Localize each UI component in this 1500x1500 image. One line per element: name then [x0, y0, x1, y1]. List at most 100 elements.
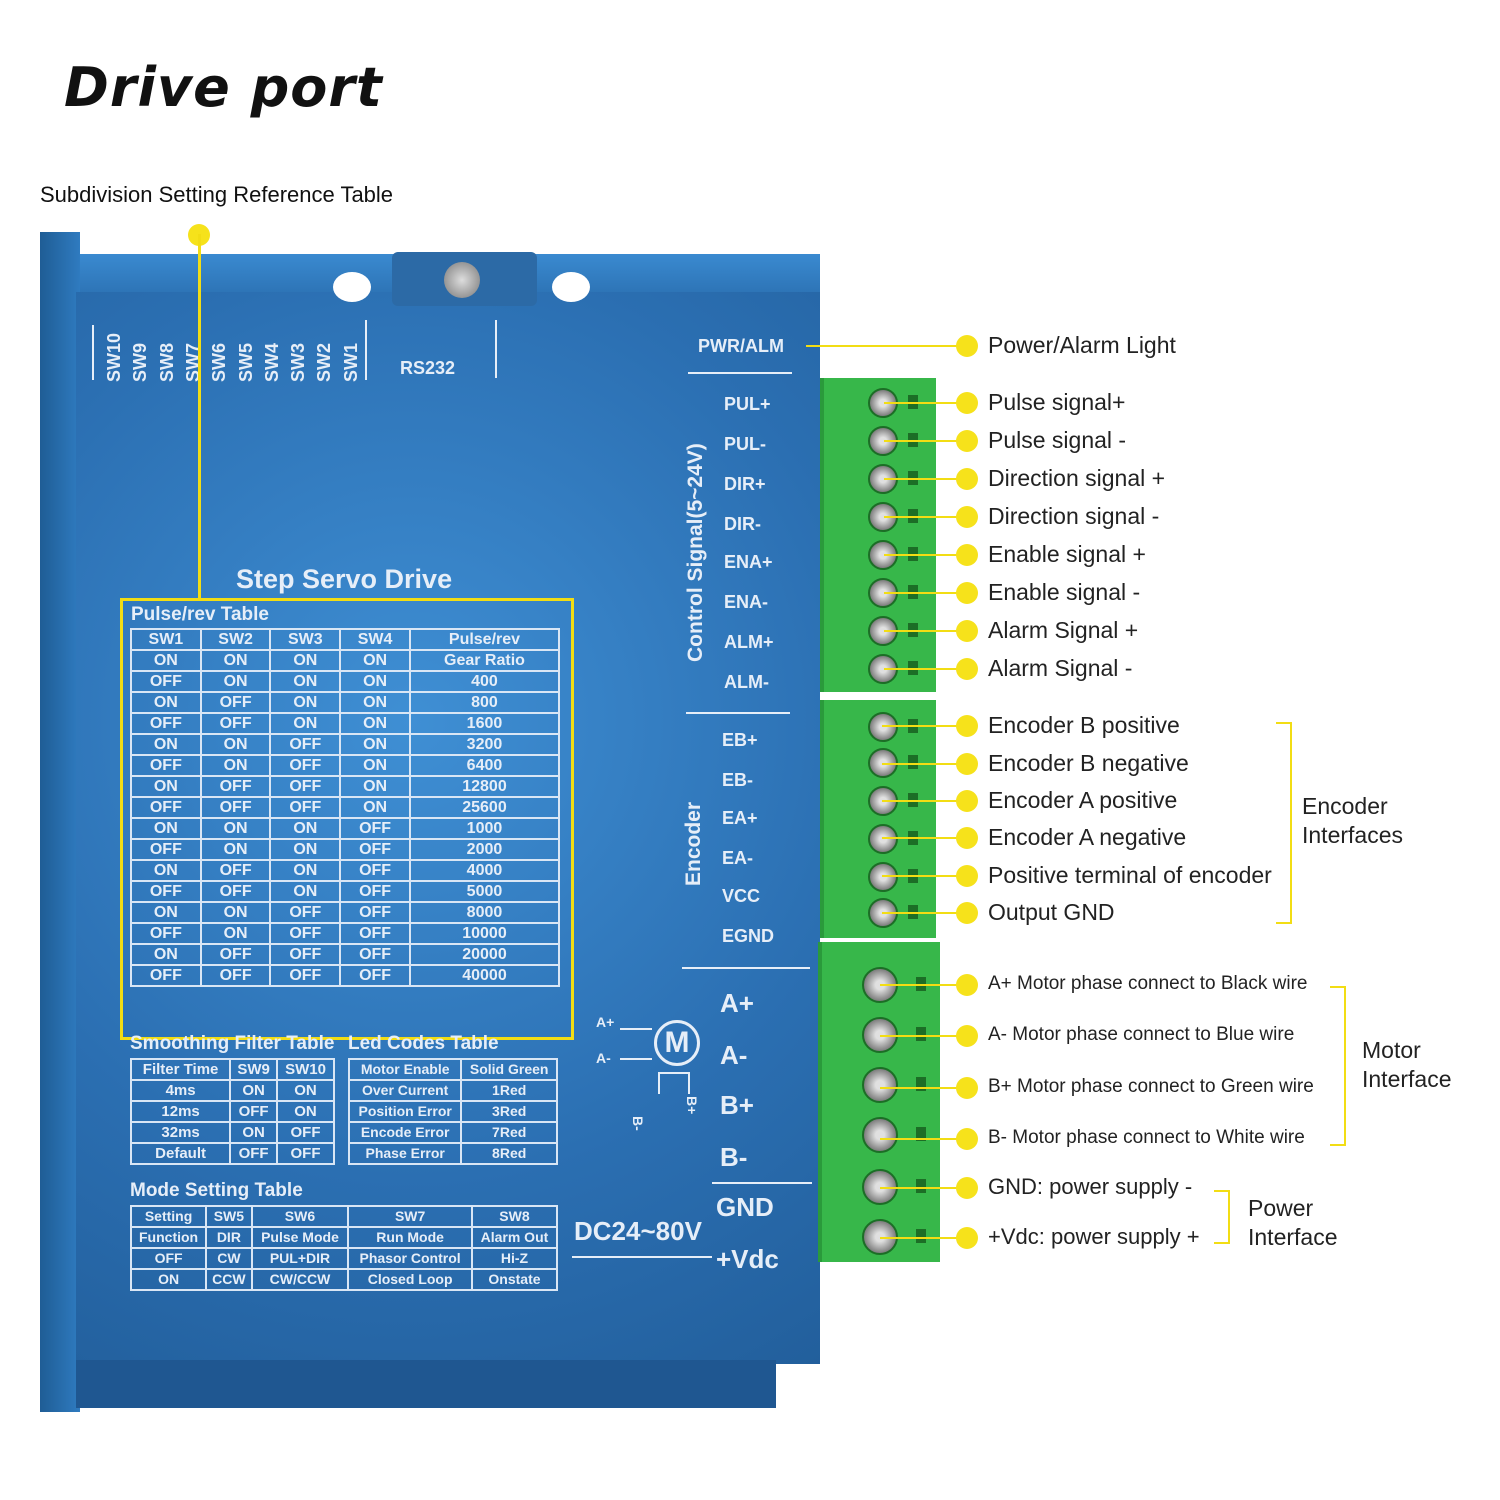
dip-label-sw5: SW5 — [235, 342, 256, 382]
table-cell: SW8 — [470, 1205, 559, 1228]
table-cell: Default — [129, 1142, 232, 1165]
table-cell: OFF — [199, 796, 272, 819]
pin-label: PUL- — [724, 434, 766, 454]
callout-dot — [956, 506, 978, 528]
table-cell: OFF — [130, 796, 202, 819]
terminal-slot — [908, 755, 918, 769]
table-cell: OFF — [130, 922, 202, 945]
mode-table-title: Mode Setting Table — [130, 1180, 303, 1201]
table-cell: Hi-Z — [470, 1247, 559, 1270]
callout-leader-line — [884, 592, 966, 594]
callout-dot — [956, 544, 978, 566]
callout-leader-line — [884, 554, 966, 556]
divider — [495, 320, 497, 378]
table-cell: OFF — [130, 838, 202, 861]
table-cell: ON — [130, 943, 202, 966]
pin-label: EA- — [722, 848, 753, 868]
table-cell: OFF — [276, 1121, 335, 1144]
table-cell: Onstate — [470, 1268, 559, 1291]
table-cell: ON — [339, 775, 411, 798]
table-cell: OFF — [269, 754, 342, 777]
mounting-hole — [552, 272, 590, 302]
table-cell: 6400 — [408, 754, 561, 777]
table-cell: Pulse Mode — [250, 1226, 350, 1249]
table-cell: ON — [339, 754, 411, 777]
table-cell: Encode Error — [347, 1121, 463, 1144]
table-cell: ON — [339, 733, 411, 756]
pin-label: EGND — [722, 926, 775, 946]
callout-leader-line — [884, 668, 966, 670]
terminal-screw-icon — [868, 862, 898, 892]
callout-power-supply: GND: power supply - — [988, 1174, 1193, 1200]
table-cell: OFF — [269, 922, 342, 945]
table-cell: OFF — [339, 880, 411, 903]
table-cell: OFF — [129, 1247, 208, 1270]
callout-leader-line — [880, 1138, 966, 1140]
table-cell: ON — [199, 817, 272, 840]
table-cell: 400 — [408, 670, 561, 693]
table-cell: OFF — [199, 775, 272, 798]
terminal-slot — [916, 1127, 926, 1141]
motor-group-line2: Interface — [1362, 1066, 1452, 1092]
table-cell: ON — [199, 754, 272, 777]
control-signal-caption: Control Signal(5~24V) — [684, 443, 707, 662]
callout-dot — [956, 1128, 978, 1150]
table-cell: CCW — [205, 1268, 253, 1291]
motor-wire — [620, 1058, 652, 1060]
table-cell: OFF — [199, 943, 272, 966]
table-cell: OFF — [130, 880, 202, 903]
power-group-line2: Interface — [1248, 1224, 1338, 1250]
table-cell: ON — [269, 691, 342, 714]
page-title: Drive port — [64, 56, 383, 119]
callout-control-signal: Pulse signal+ — [988, 388, 1126, 415]
pin-label: EA+ — [722, 808, 758, 828]
callout-dot — [956, 790, 978, 812]
table-cell: SW3 — [269, 628, 342, 651]
table-cell: 8Red — [460, 1142, 558, 1165]
pulse-table-highlight-frame — [120, 598, 574, 1040]
pin-label: VCC — [722, 886, 761, 906]
table-cell: 1Red — [460, 1079, 558, 1102]
table-cell: 3200 — [408, 733, 561, 756]
pwr-alm-label: PWR/ALM — [698, 336, 784, 356]
table-cell: PUL+DIR — [250, 1247, 350, 1270]
table-cell: 5000 — [408, 880, 561, 903]
callout-leader-line — [880, 984, 966, 986]
smoothing-table-title: Smoothing Filter Table — [130, 1033, 335, 1054]
subdivision-reference-label: Subdivision Setting Reference Table — [40, 182, 394, 207]
callout-dot — [956, 1227, 978, 1249]
callout-motor-phase: A+ Motor phase connect to Black wire — [988, 973, 1308, 995]
table-cell: ON — [276, 1079, 335, 1102]
table-cell: 10000 — [408, 922, 561, 945]
table-cell: Solid Green — [460, 1058, 558, 1081]
callout-control-signal: Pulse signal - — [988, 426, 1127, 453]
table-cell: 4000 — [408, 859, 561, 882]
table-cell: Pulse/rev — [408, 628, 561, 651]
table-cell: OFF — [199, 880, 272, 903]
motor-symbol-icon: M — [654, 1020, 700, 1066]
callout-dot — [956, 715, 978, 737]
callout-dot — [956, 468, 978, 490]
table-cell: ON — [130, 859, 202, 882]
table-cell: ON — [130, 901, 202, 924]
table-cell: OFF — [130, 964, 202, 987]
rs232-label: RS232 — [400, 358, 456, 378]
table-cell: ON — [269, 649, 342, 672]
table-cell: 20000 — [408, 943, 561, 966]
divider — [572, 1256, 712, 1258]
divider — [365, 320, 367, 380]
callout-encoder-signal: Encoder A negative — [988, 823, 1187, 850]
callout-leader-line — [882, 763, 966, 765]
